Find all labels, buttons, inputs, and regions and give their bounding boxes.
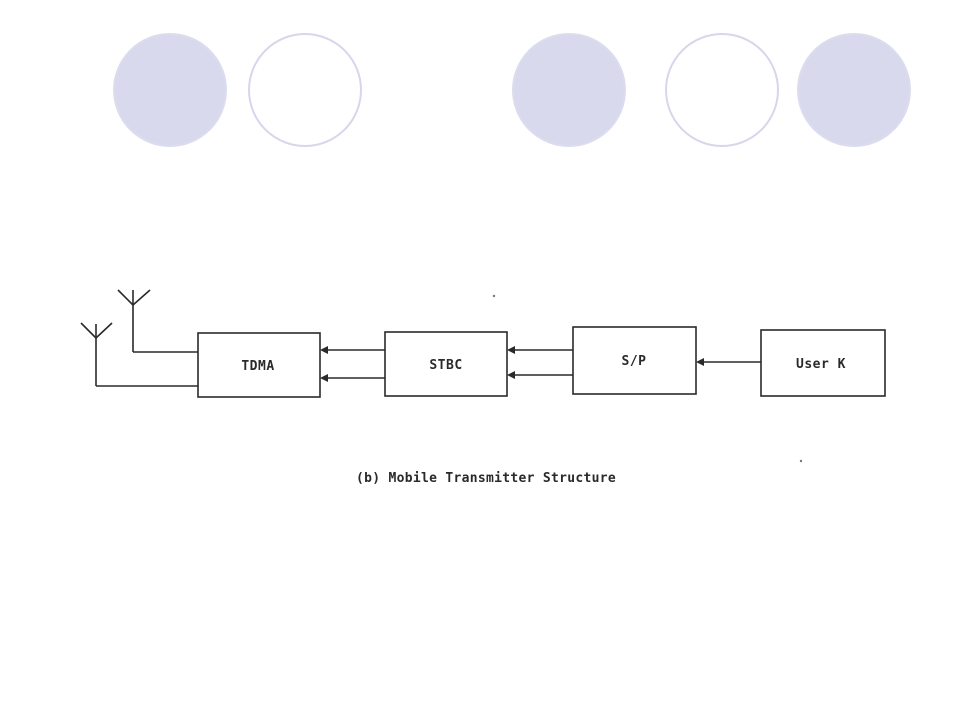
diagram-caption: (b) Mobile Transmitter Structure: [356, 471, 616, 486]
decor-circle-filled: [512, 33, 626, 147]
decor-circle-outline: [665, 33, 779, 147]
decor-circle-outline: [248, 33, 362, 147]
user-k-label: User K: [796, 357, 846, 372]
user-k-block: User K: [760, 329, 886, 397]
stbc-to-tdma-arrow: [320, 346, 385, 354]
decor-circle-filled: [113, 33, 227, 147]
stbc-to-tdma-arrow: [320, 374, 385, 382]
sp-to-stbc-arrow: [507, 371, 573, 379]
scan-speck: [799, 459, 803, 463]
tdma-block: TDMA: [197, 332, 321, 398]
sp-block: S/P: [572, 326, 697, 395]
user-to-sp-arrow: [696, 358, 761, 366]
stbc-label: STBC: [429, 358, 462, 373]
antenna-icon: [117, 289, 151, 352]
decor-circle-filled: [797, 33, 911, 147]
stbc-block: STBC: [384, 331, 508, 397]
tdma-label: TDMA: [241, 359, 274, 374]
sp-to-stbc-arrow: [507, 346, 573, 354]
sp-label: S/P: [622, 354, 647, 369]
antenna-icon: [80, 322, 113, 386]
scan-speck: [492, 294, 496, 298]
